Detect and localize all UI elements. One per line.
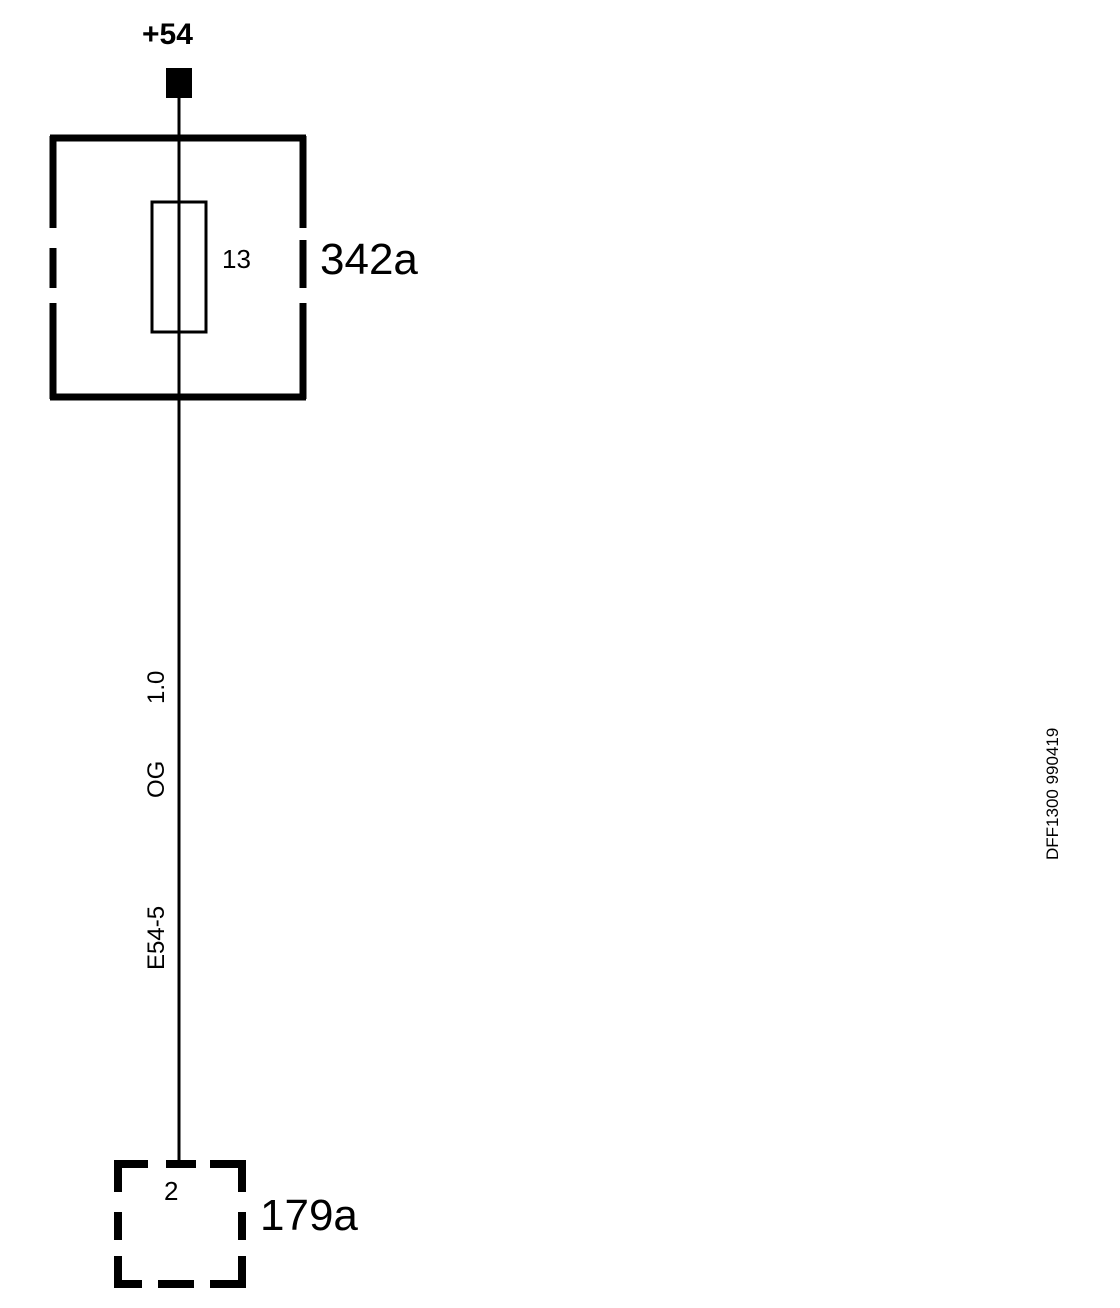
connector-179a [114, 1160, 246, 1288]
wire-code: E54-5 [143, 906, 170, 970]
wire-size: 1.0 [143, 671, 170, 704]
wire-color: OG [143, 761, 170, 798]
connector-id: 179a [260, 1191, 358, 1240]
fuse-box-id: 342a [320, 235, 418, 284]
supply-terminal [166, 68, 192, 98]
supply-label: +54 [142, 18, 193, 51]
fuse-number: 13 [222, 244, 251, 274]
connector-pin: 2 [164, 1176, 178, 1206]
drawing-reference: DFF1300 990419 [1043, 728, 1062, 860]
